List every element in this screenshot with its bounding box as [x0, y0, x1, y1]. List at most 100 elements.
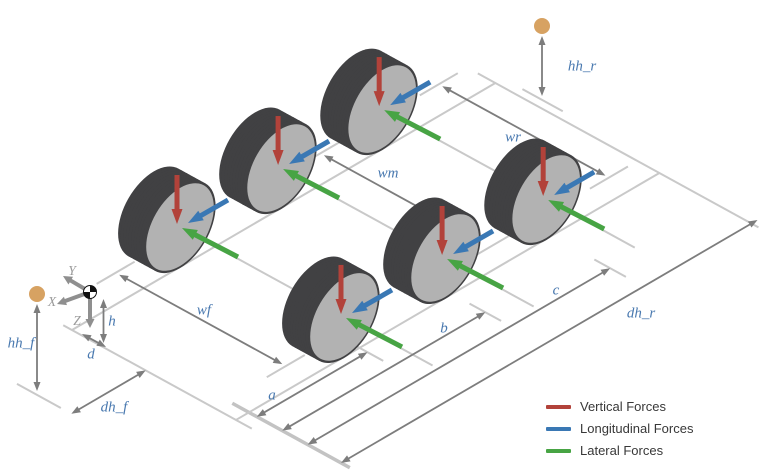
dim-label-a: a	[268, 387, 276, 403]
lateral-force-swatch-icon	[546, 449, 571, 453]
wr-end-tick	[419, 72, 459, 97]
cg-icon	[90, 285, 97, 292]
vertical-force-arrow-head	[171, 209, 183, 224]
legend-label: Longitudinal Forces	[580, 421, 694, 436]
wf-end-tick	[266, 354, 306, 379]
dimension-arrow-h-head	[100, 334, 107, 343]
vertical-force-arrow-head	[537, 181, 549, 197]
longitudinal-force-arrow-head	[390, 92, 406, 106]
dimension-arrow-dh_r-head	[341, 455, 351, 463]
front-hitch-ball-icon	[29, 286, 45, 302]
dim-label-wf: wf	[197, 302, 213, 318]
force-legend: Vertical Forces Longitudinal Forces Late…	[546, 400, 693, 466]
axis-arrow-y-head	[63, 276, 74, 285]
longitudinal-force-arrow-head	[188, 210, 204, 223]
dimension-arrow-dh_r-head	[747, 219, 758, 228]
axis-label-x: X	[47, 294, 57, 309]
longitudinal-force-arrow-head	[289, 151, 305, 165]
lateral-force-arrow	[191, 231, 240, 260]
dimension-arrow-d-head	[96, 339, 106, 347]
dim-label-wm: wm	[378, 165, 399, 181]
dim-label-hh_f: hh_f	[8, 335, 37, 351]
lateral-force-arrow	[456, 262, 505, 291]
dim-label-c: c	[553, 282, 560, 298]
wf-end-tick	[96, 260, 136, 285]
dimension-arrow-d-head	[82, 334, 92, 342]
lateral-force-arrow-head	[182, 228, 198, 240]
legend-label: Vertical Forces	[580, 399, 666, 414]
wheel-face	[512, 155, 580, 243]
wheel-face	[247, 124, 315, 212]
wheel-face	[310, 273, 378, 361]
vertical-force-arrow-head	[436, 239, 448, 255]
dimension-arrow-dh_f-head	[136, 370, 146, 378]
legend-label: Lateral Forces	[580, 443, 664, 458]
dimension-arrow-dh_r	[346, 222, 752, 461]
rear-hitch-ground-tick	[521, 88, 564, 113]
dimension-arrow-a	[262, 355, 362, 414]
vertical-force-arrow-head	[272, 150, 284, 166]
longitudinal-force-arrow	[361, 287, 394, 310]
dim-label-d: d	[87, 346, 95, 362]
longitudinal-force-arrow-head	[351, 300, 368, 313]
lateral-force-arrow-head	[345, 317, 362, 330]
dimension-arrow-wf-head	[119, 274, 129, 283]
dimension-arrow-h-head	[100, 299, 107, 308]
dimension-arrow-hh_r-head	[538, 36, 546, 45]
longitudinal-force-arrow	[399, 79, 432, 102]
dim-label-wr: wr	[505, 129, 521, 145]
dimension-arrow-c	[313, 271, 605, 442]
longitudinal-force-arrow-head	[453, 241, 469, 254]
dim-label-b: b	[440, 320, 448, 336]
vertical-force-arrow-head	[373, 91, 385, 107]
ground-rear-edge	[477, 72, 759, 229]
longitudinal-force-arrow	[563, 169, 596, 192]
dimension-arrow-dh_f	[77, 373, 140, 411]
lateral-force-arrow	[393, 113, 442, 142]
dimension-baseline	[231, 401, 351, 470]
lateral-force-arrow	[355, 321, 404, 350]
rear-hitch-ball-icon	[534, 18, 550, 34]
longitudinal-force-arrow-head	[554, 182, 570, 196]
dimension-arrow-wf	[125, 277, 277, 362]
front-hitch-ground-tick	[16, 383, 62, 409]
lateral-force-arrow-head	[283, 169, 299, 181]
vertical-force-arrow-head	[335, 298, 347, 314]
dimension-arrow-b-head	[282, 423, 292, 431]
dimension-arrow-hh_f-head	[33, 382, 41, 391]
axis-label-y: Y	[68, 263, 77, 278]
dimension-arrow-b-head	[475, 312, 486, 320]
lateral-force-arrow-head	[384, 110, 401, 122]
longitudinal-force-arrow	[298, 138, 331, 161]
dimension-arrow-a-head	[256, 409, 267, 417]
dim-label-dh_f: dh_f	[101, 399, 130, 415]
axis-arrow-z-head	[85, 319, 95, 328]
dimension-arrow-a-head	[357, 352, 368, 360]
dimension-arrow-wr-head	[595, 168, 606, 176]
dimension-arrow-d	[87, 336, 101, 345]
legend-item-vertical-forces: Vertical Forces	[546, 400, 693, 414]
wheel-face	[411, 214, 479, 302]
longitudinal-force-arrow	[462, 228, 495, 251]
cg-icon	[83, 292, 90, 299]
dim-label-hh_r: hh_r	[568, 58, 597, 74]
dimension-arrow-hh_r-head	[538, 87, 546, 96]
longitudinal-force-arrow	[197, 197, 230, 220]
legend-item-lateral-forces: Lateral Forces	[546, 444, 693, 458]
legend-item-longitudinal-forces: Longitudinal Forces	[546, 422, 693, 436]
wr-end-tick	[589, 165, 629, 190]
dimension-arrow-wr-head	[442, 86, 452, 94]
dimension-arrow-wf-head	[272, 356, 283, 365]
lateral-force-arrow-head	[548, 200, 565, 212]
dim-label-h: h	[108, 313, 116, 329]
wheel-face	[146, 183, 214, 271]
b-end-tick	[469, 302, 502, 322]
dimension-arrow-c-head	[600, 268, 611, 276]
lateral-force-arrow	[292, 172, 341, 201]
axis-arrow-x-head	[57, 296, 67, 306]
dimension-arrow-b	[288, 315, 480, 428]
lateral-force-arrow-head	[447, 258, 463, 271]
lateral-force-arrow	[557, 203, 606, 232]
